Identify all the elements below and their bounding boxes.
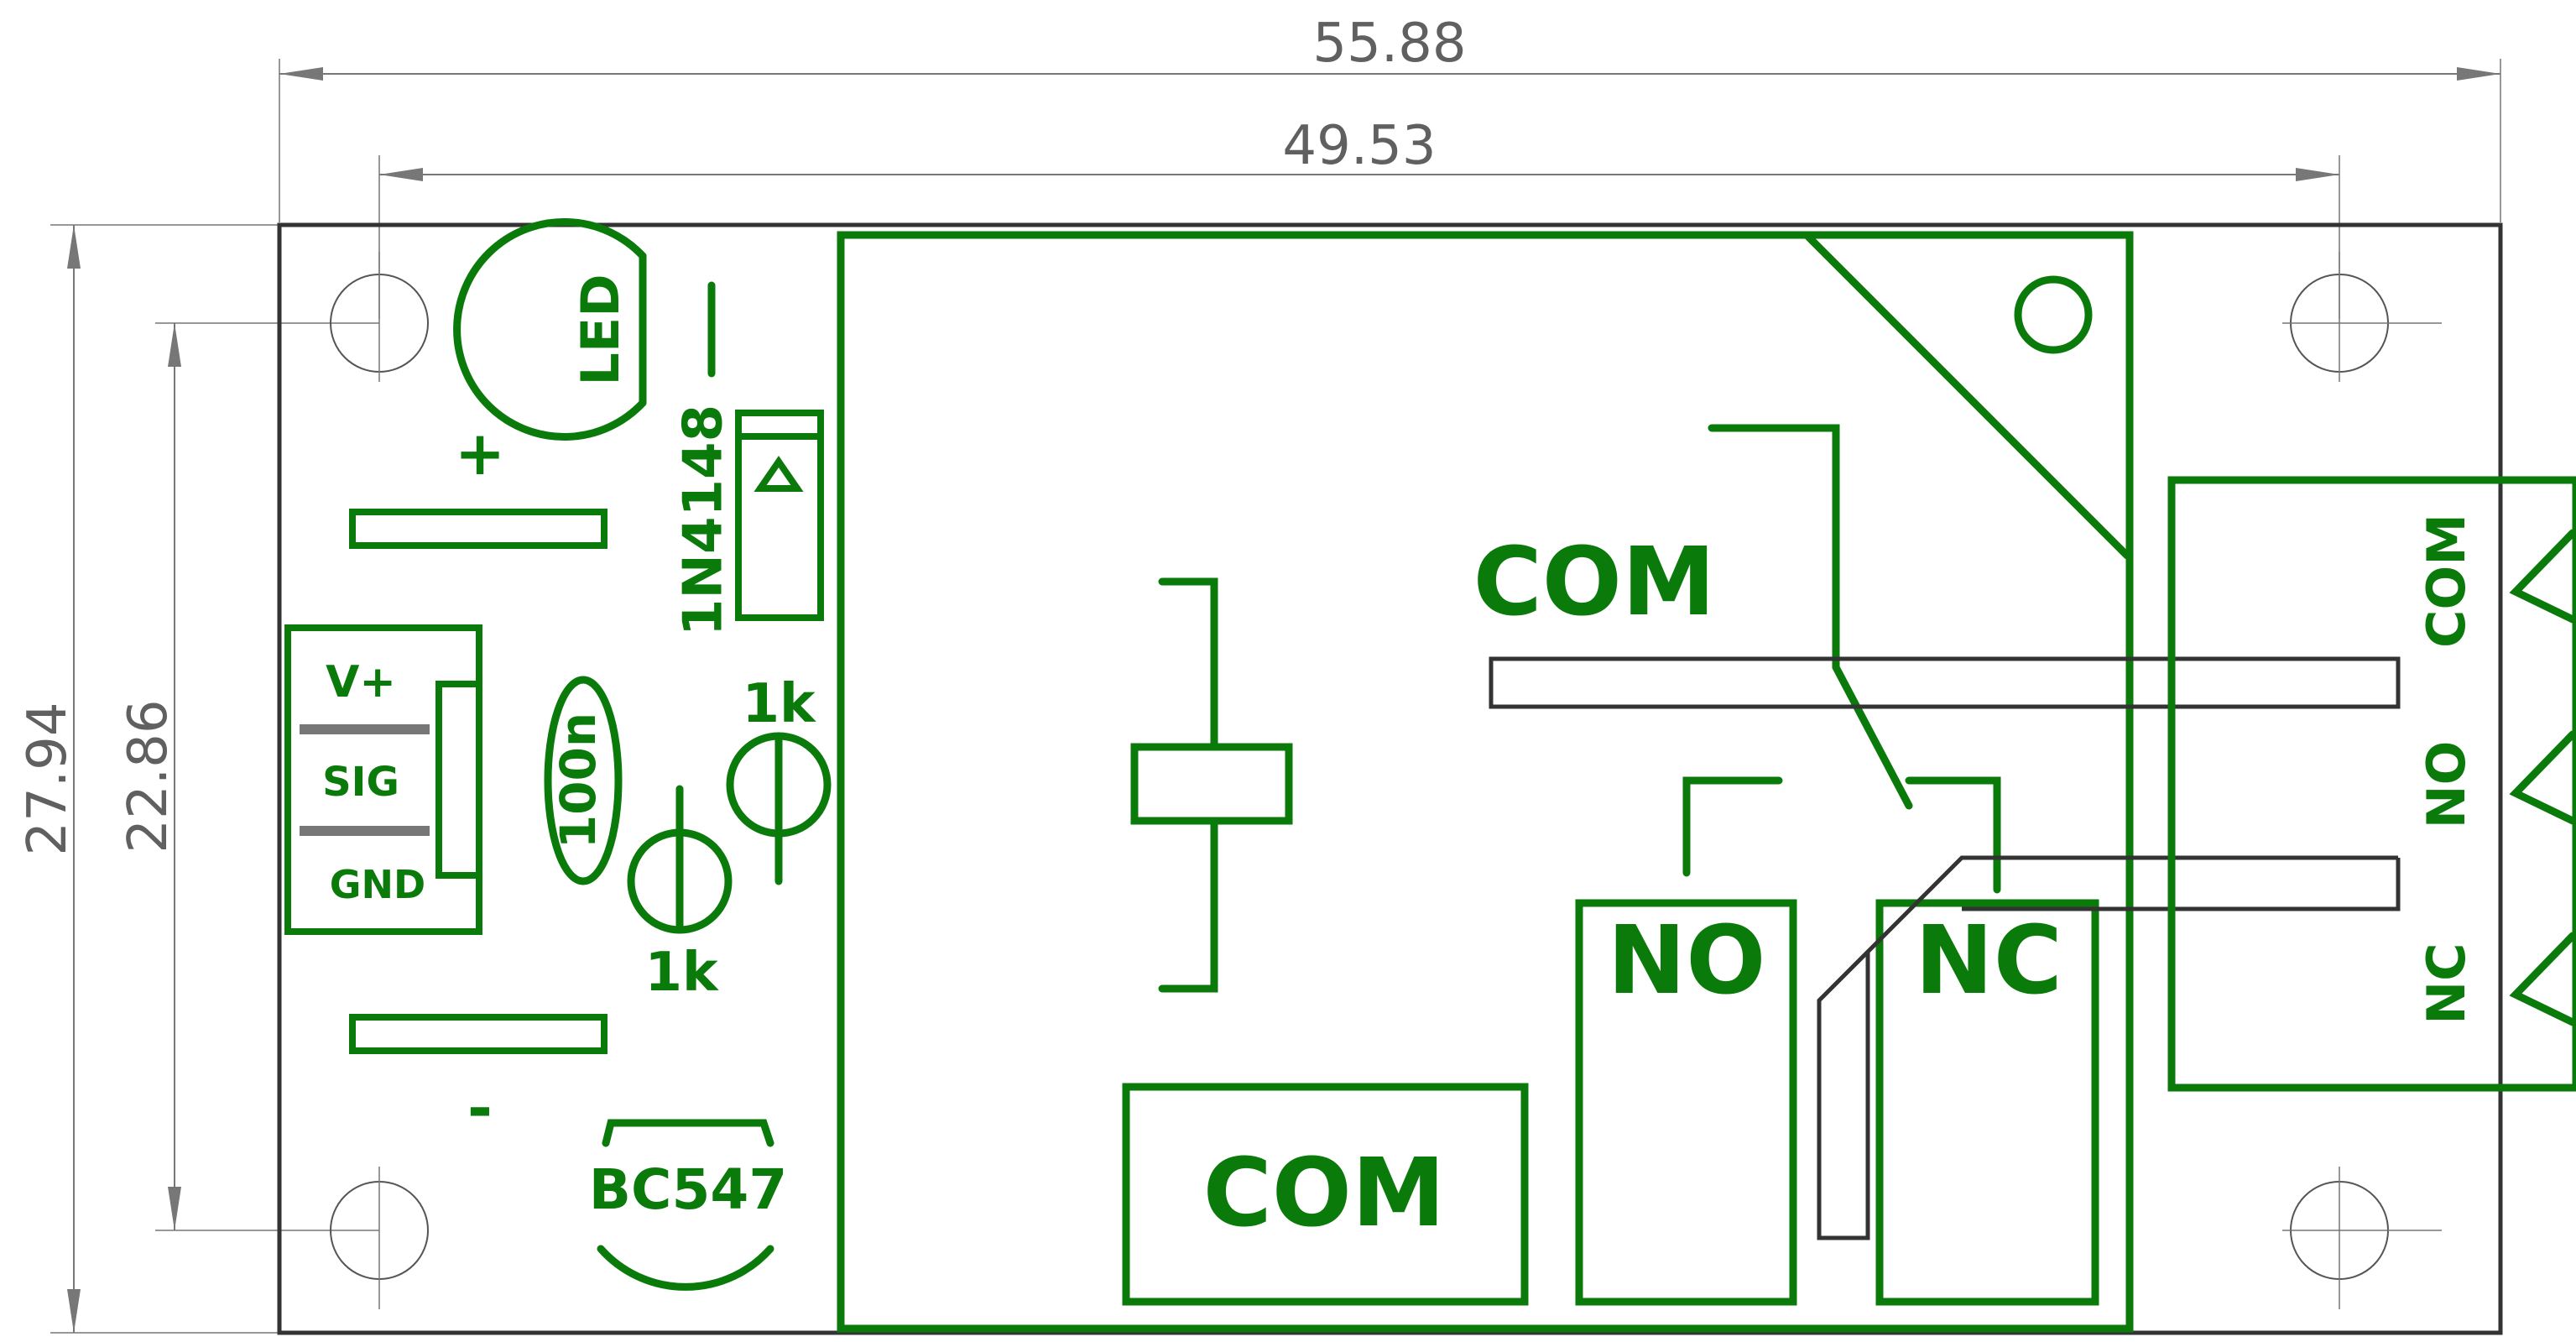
- pad-com-label: COM: [1203, 1139, 1446, 1248]
- transistor-label: BC547: [589, 1157, 788, 1222]
- relay-pad-nc: [1875, 899, 2099, 1306]
- diode-footprint: [735, 410, 824, 621]
- resistor2-label: 1k: [742, 673, 816, 735]
- terminal-nc-label: NC: [2416, 943, 2477, 1024]
- pad-nc-label: NC: [1915, 906, 2062, 1016]
- power-pad-plus: [349, 509, 607, 549]
- diode-label: 1N4148: [673, 405, 735, 636]
- sig-label: SIG: [322, 759, 399, 806]
- transistor-footprint: [597, 1119, 774, 1291]
- capacitor-footprint: [544, 676, 623, 885]
- capacitor-label: 100n: [550, 713, 607, 849]
- dim-hole-spacing-x: 49.53: [1282, 115, 1436, 177]
- relay-pad-no: [1575, 899, 1797, 1306]
- plus-label: +: [455, 418, 505, 488]
- dimension-lines: [50, 59, 2501, 1334]
- terminal-no-label: NO: [2416, 741, 2477, 829]
- terminal-com-label: COM: [2416, 514, 2477, 648]
- power-pad-minus: [349, 1014, 607, 1054]
- board-outline: [277, 222, 2503, 1335]
- dim-hole-spacing-y: 22.86: [117, 699, 180, 853]
- relay-pad-com: [1122, 1083, 1529, 1306]
- resistor1-label: 1k: [644, 942, 719, 1004]
- resistor-footprint: [726, 732, 832, 885]
- relay-com-label: COM: [1473, 528, 1716, 637]
- dim-outer-height: 27.94: [17, 702, 79, 855]
- mounting-hole: [2282, 252, 2442, 382]
- mounting-holes: [330, 252, 2442, 1309]
- terminal-block: [2167, 476, 2576, 1092]
- header-connector: [284, 624, 482, 935]
- mounting-hole: [330, 252, 429, 382]
- relay-footprint: [837, 231, 2134, 1333]
- led-footprint: [453, 218, 647, 441]
- mounting-hole: [330, 1167, 429, 1309]
- pad-no-label: NO: [1608, 906, 1766, 1016]
- minus-label: -: [467, 1073, 493, 1143]
- gnd-label: GND: [330, 862, 425, 907]
- dim-outer-width: 55.88: [1312, 13, 1466, 75]
- traces: [1489, 656, 2401, 1240]
- mounting-hole: [2282, 1167, 2442, 1309]
- vplus-label: V+: [326, 657, 396, 708]
- led-label: LED: [570, 274, 631, 385]
- resistor-footprint: [627, 785, 733, 934]
